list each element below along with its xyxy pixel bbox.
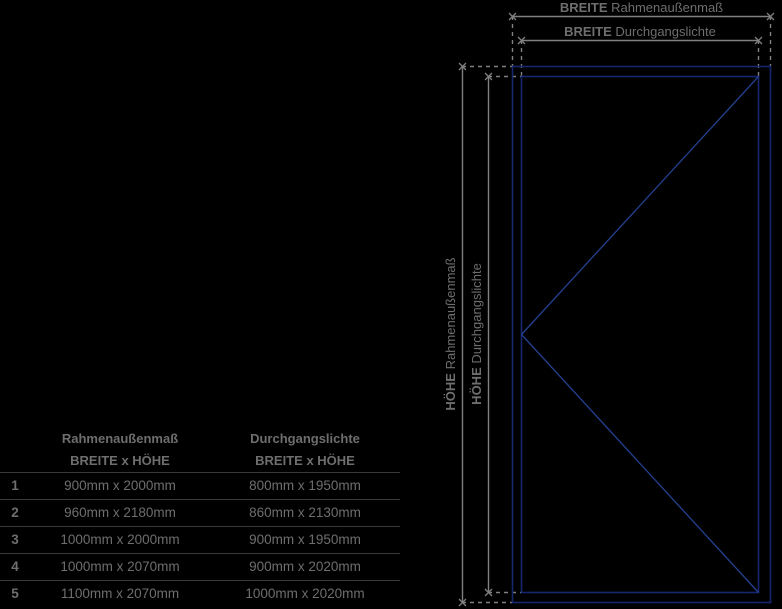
row-number: 4 — [11, 559, 19, 574]
header-outer-dimensions: Rahmenaußenmaß BREITE x HÖHE — [30, 428, 210, 473]
door-size-table: Rahmenaußenmaß BREITE x HÖHE Durchgangsl… — [0, 428, 400, 607]
row-outer-dimension: 1100mm x 2070mm — [60, 586, 180, 601]
label-hoehe-rahmenaussenmass: HÖHE Rahmenaußenmaß — [443, 257, 458, 410]
header-number — [0, 428, 30, 473]
row-outer-dimension: 1000mm x 2000mm — [60, 532, 180, 547]
dimension-extension-lines — [462, 16, 772, 604]
header-outer-line1: Rahmenaußenmaß — [61, 431, 179, 446]
row-inner-dimension: 1000mm x 2020mm — [245, 586, 365, 601]
header-inner-dimensions: Durchgangslichte BREITE x HÖHE — [210, 428, 400, 473]
label-hoehe-durchgangslichte: HÖHE Durchgangslichte — [469, 263, 484, 405]
outer-frame-rect — [511, 65, 772, 604]
row-number: 5 — [11, 586, 19, 601]
door-swing-diagonals — [521, 76, 759, 593]
table-head: Rahmenaußenmaß BREITE x HÖHE Durchgangsl… — [0, 428, 400, 473]
table-row: 4 1000mm x 2070mm 900mm x 2020mm — [0, 553, 400, 581]
row-outer-dimension: 900mm x 2000mm — [64, 478, 176, 493]
row-inner-dimension: 900mm x 1950mm — [249, 532, 361, 547]
dimension-tick-marks — [458, 12, 775, 607]
inner-passage-rect — [520, 75, 760, 594]
dimension-measure-lines — [461, 15, 771, 602]
table-body: 1 900mm x 2000mm 800mm x 1950mm 2 960mm x 21… — [0, 472, 400, 608]
table-header-row: Rahmenaußenmaß BREITE x HÖHE Durchgangsl… — [0, 428, 400, 473]
header-inner-line2: BREITE x HÖHE — [255, 453, 355, 468]
row-number: 1 — [11, 478, 19, 493]
row-outer-dimension: 1000mm x 2070mm — [60, 559, 180, 574]
size-table: Rahmenaußenmaß BREITE x HÖHE Durchgangsl… — [0, 428, 400, 607]
row-number: 2 — [11, 505, 19, 520]
row-inner-dimension: 860mm x 2130mm — [249, 505, 361, 520]
row-inner-dimension: 900mm x 2020mm — [249, 559, 361, 574]
row-outer-dimension: 960mm x 2180mm — [64, 505, 176, 520]
table-row: 3 1000mm x 2000mm 900mm x 1950mm — [0, 526, 400, 554]
header-outer-line2: BREITE x HÖHE — [70, 453, 170, 468]
table-row: 1 900mm x 2000mm 800mm x 1950mm — [0, 472, 400, 500]
table-row: 2 960mm x 2180mm 860mm x 2130mm — [0, 499, 400, 527]
header-inner-line1: Durchgangslichte — [250, 431, 360, 446]
label-breite-rahmenaussenmass: BREITE Rahmenaußenmaß — [560, 0, 723, 15]
table-row: 5 1100mm x 2070mm 1000mm x 2020mm — [0, 580, 400, 608]
label-breite-durchgangslichte: BREITE Durchgangslichte — [564, 24, 716, 39]
row-inner-dimension: 800mm x 1950mm — [249, 478, 361, 493]
row-number: 3 — [11, 532, 19, 547]
